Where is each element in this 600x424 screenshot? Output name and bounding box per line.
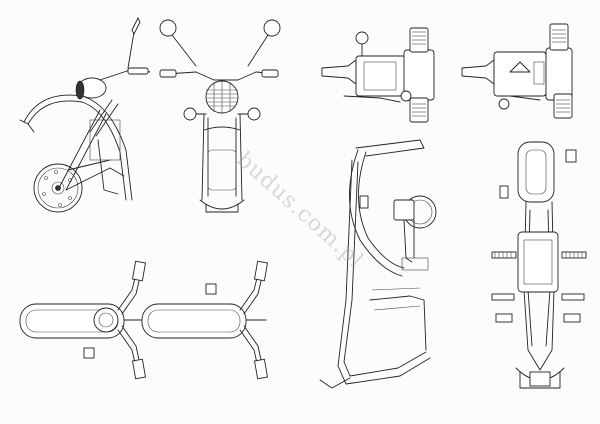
handlebar-top-view-left: [19, 260, 147, 380]
frame-top-view: [491, 141, 587, 389]
frame-side-view: [319, 139, 437, 389]
engine-top-view: [321, 27, 435, 123]
engine-top-view-mirrored: [461, 23, 573, 119]
handlebar-top-view-right: [141, 260, 269, 380]
front-left-side-view: [19, 16, 151, 213]
front-view: [159, 19, 281, 213]
